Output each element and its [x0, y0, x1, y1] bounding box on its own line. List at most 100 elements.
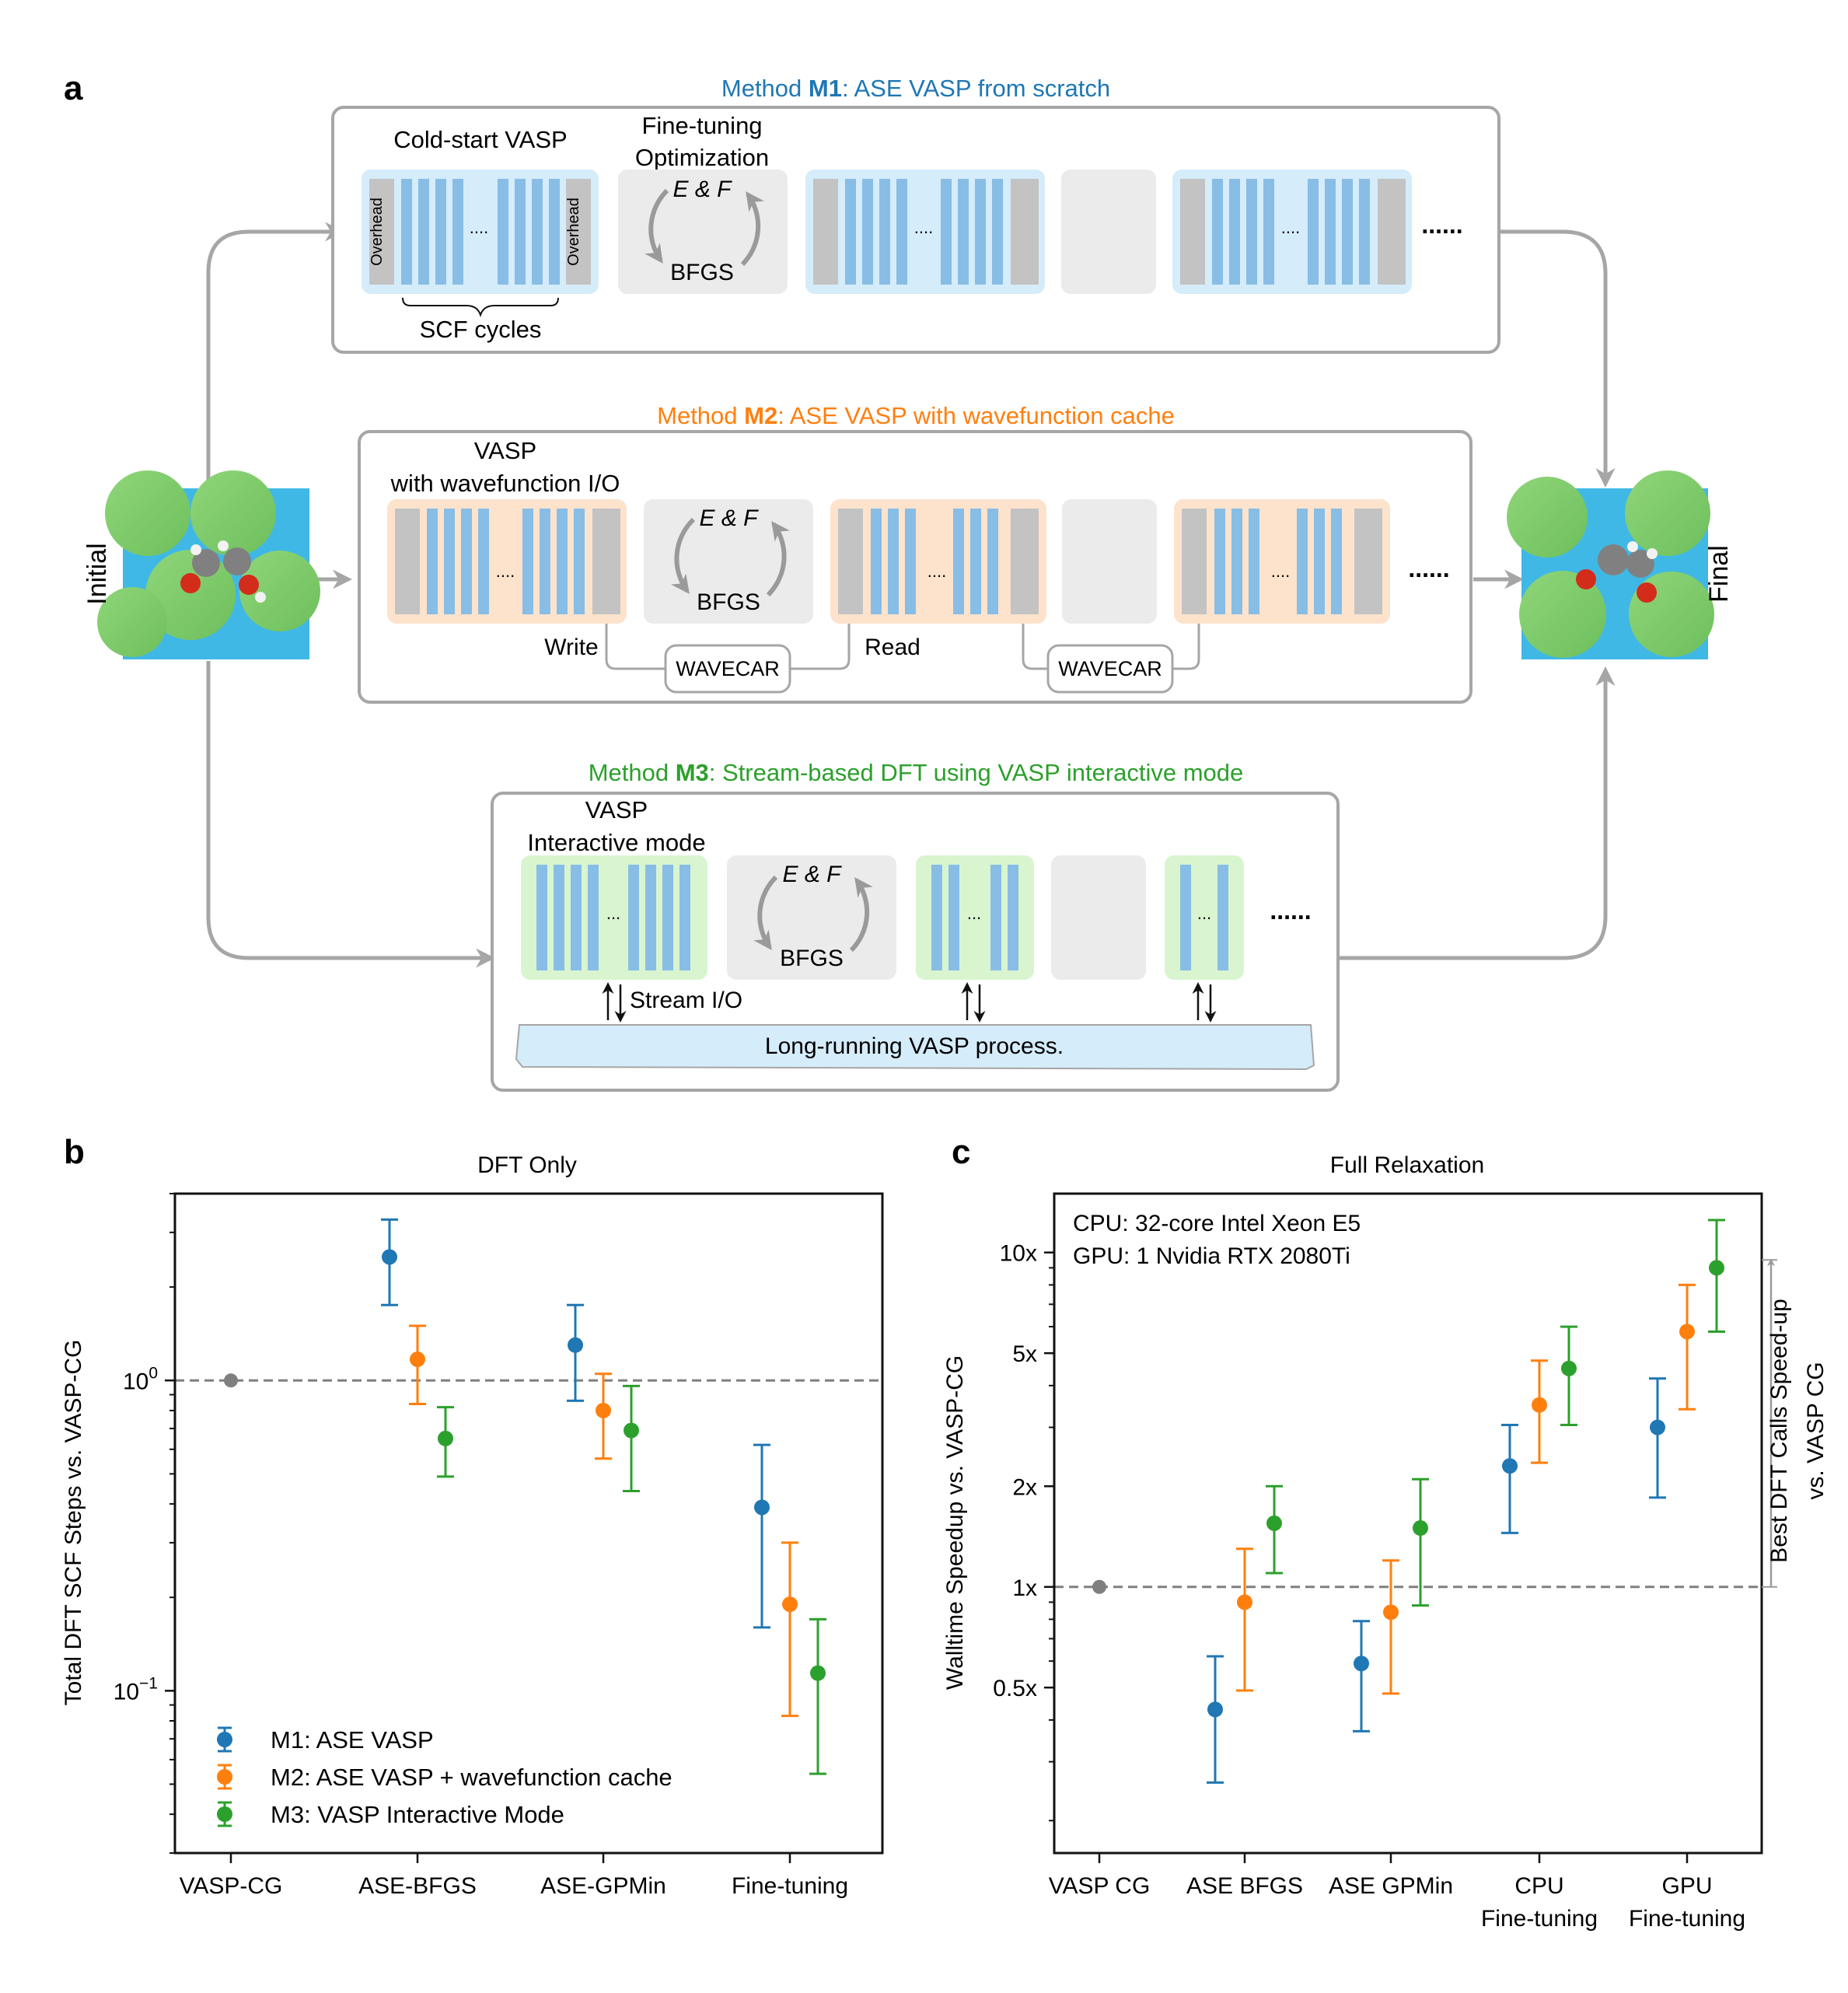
marker	[782, 1596, 798, 1613]
legend-entry: M3: VASP Interactive Mode	[217, 1801, 564, 1828]
x-tick-label: Fine-tuning	[1629, 1906, 1745, 1932]
m2-vasp-label-1: VASP	[474, 437, 536, 464]
data-point	[1353, 1620, 1370, 1733]
m1-ellipsis-big: ......	[1421, 211, 1462, 239]
data-point	[567, 1303, 584, 1402]
marker	[410, 1351, 425, 1368]
m1-fine-tuning-label-1: Fine-tuning	[641, 112, 762, 139]
stream-io-arrows	[602, 982, 1217, 1023]
m1-ellipsis-2: ....	[914, 218, 933, 237]
x-tick-label: ASE BFGS	[1186, 1873, 1303, 1899]
m2-box: VASP with wavefunction I/O ....	[358, 430, 1472, 704]
m2-read-label: Read	[865, 635, 921, 660]
panel-b-plot-frame	[173, 1192, 884, 1855]
marker	[1709, 1260, 1724, 1276]
x-tick-label: VASP CG	[1049, 1873, 1151, 1899]
m3-box: VASP Interactive mode ... E & F BFGS	[491, 792, 1340, 1092]
m2-title: Method M2: ASE VASP with wavefunction ca…	[657, 402, 1175, 429]
data-point	[1531, 1359, 1548, 1464]
m3-ellipsis-big: ......	[1270, 897, 1311, 925]
m2-optimizer-box-2	[1062, 499, 1157, 624]
marker	[1413, 1520, 1428, 1537]
m2-wavecar-box-1	[664, 644, 791, 694]
marker	[1502, 1458, 1518, 1474]
arrow-to-m1	[206, 222, 344, 488]
m1-overhead-left: Overhead	[369, 198, 386, 266]
m2-wavecar-box-2	[1046, 644, 1174, 694]
legend-label: M1: ASE VASP	[271, 1726, 434, 1753]
panel-c-title: Full Relaxation	[1330, 1152, 1484, 1178]
data-point	[595, 1372, 612, 1460]
marker	[438, 1430, 453, 1446]
m3-ellipsis-3: ...	[1197, 904, 1211, 923]
marker	[1650, 1419, 1665, 1435]
data-point	[623, 1384, 640, 1493]
m2-bfgs-label: BFGS	[697, 589, 760, 615]
legend-entry: M2: ASE VASP + wavefunction cache	[217, 1764, 672, 1791]
m3-optimizer-box: E & F BFGS	[727, 855, 896, 980]
m3-scf-block-1: ...	[521, 855, 707, 980]
y-tick-label: 0.5x	[993, 1676, 1037, 1701]
m3-ellipsis-1: ...	[606, 904, 620, 923]
y-tick-label: 2x	[1012, 1474, 1037, 1500]
m2-ellipsis-3: ....	[1271, 561, 1290, 581]
m2-wavecar-label-1: WAVECAR	[676, 657, 780, 680]
marker	[1561, 1360, 1577, 1376]
m1-fine-tuning-label-2: Optimization	[635, 144, 769, 171]
marker	[1266, 1515, 1282, 1531]
x-tick-label: ASE GPMin	[1329, 1873, 1453, 1899]
m1-overhead-right: Overhead	[565, 198, 582, 266]
data-point	[809, 1617, 826, 1775]
x-tick-label: Fine-tuning	[732, 1873, 848, 1899]
y-tick-label: 5x	[1012, 1341, 1037, 1367]
marker	[810, 1665, 826, 1681]
m2-ellipsis-big: ......	[1408, 554, 1449, 582]
x-tick-label: CPU	[1514, 1873, 1563, 1899]
marker	[1532, 1397, 1547, 1413]
m1-scf-block-3: ....	[1172, 170, 1412, 294]
x-tick-label: ASE-GPMin	[540, 1873, 666, 1899]
m2-ef-label: E & F	[699, 505, 759, 531]
m3-vasp-label-2: Interactive mode	[527, 829, 705, 856]
data-point	[1412, 1477, 1429, 1607]
data-point	[1560, 1325, 1577, 1426]
panel-c-annotation-cpu: CPU: 32-core Intel Xeon E5	[1073, 1211, 1361, 1236]
panel-c-best-speedup-arrow	[1762, 1258, 1777, 1588]
m3-title: Method M3: Stream-based DFT using VASP i…	[589, 759, 1244, 786]
panel-c-annotation-gpu: GPU: 1 Nvidia RTX 2080Ti	[1073, 1243, 1350, 1269]
data-point	[1266, 1484, 1283, 1575]
arrow-from-m1	[1499, 229, 1616, 488]
data-point	[753, 1443, 770, 1629]
data-point	[1382, 1559, 1399, 1695]
m1-scf-block-1: .... Overhead Overhead	[362, 170, 599, 294]
panel-c-plot-frame	[1053, 1192, 1763, 1855]
marker	[1679, 1323, 1695, 1340]
flow-arrows	[206, 222, 1616, 968]
data-point	[1649, 1377, 1666, 1499]
marker	[596, 1402, 611, 1418]
x-tick-label: GPU	[1661, 1873, 1712, 1899]
reference-point	[224, 1373, 238, 1388]
panel-b-title: DFT Only	[477, 1152, 577, 1178]
data-point	[437, 1406, 454, 1478]
panel-b-legend: M1: ASE VASP M2: ASE VASP + wavefunction …	[217, 1726, 672, 1828]
x-tick-label: ASE-BFGS	[358, 1873, 477, 1899]
m2-wavecar-connector-2	[1022, 624, 1200, 670]
m2-optimizer-box: E & F BFGS	[644, 499, 813, 624]
m1-ellipsis-1: ....	[470, 218, 488, 237]
m1-bfgs-label: BFGS	[670, 260, 734, 285]
legend-entry: M1: ASE VASP	[217, 1726, 434, 1753]
panel-c-label: c	[952, 1133, 970, 1171]
m1-ef-label: E & F	[672, 177, 732, 202]
legend-swatch-marker	[217, 1806, 232, 1822]
scf-brace	[402, 297, 559, 318]
y-tick-label: 10−1	[114, 1674, 158, 1705]
data-point	[781, 1541, 798, 1718]
m3-stream-io-label: Stream I/O	[630, 988, 742, 1013]
m3-bfgs-label: BFGS	[780, 946, 844, 971]
marker	[1207, 1701, 1223, 1718]
m1-scf-block-2: ....	[805, 170, 1045, 294]
